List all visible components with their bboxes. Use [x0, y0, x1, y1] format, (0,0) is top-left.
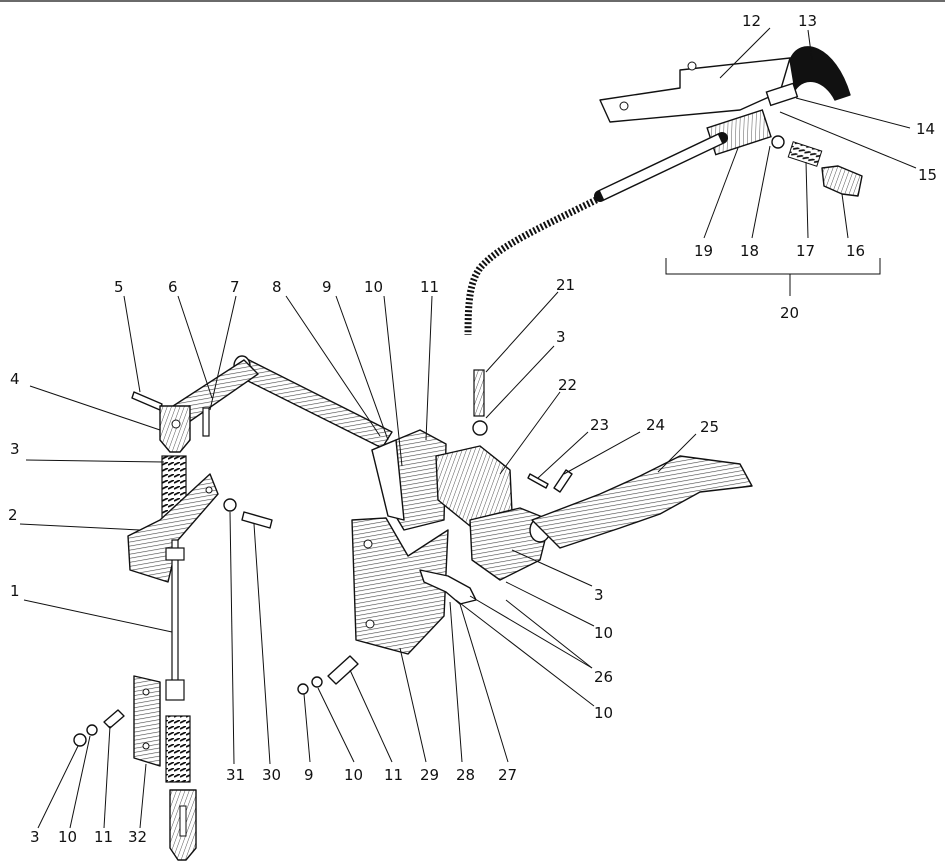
callout-6: 6	[168, 278, 178, 296]
bracket-ear	[371, 439, 405, 521]
callout-7: 7	[230, 278, 240, 296]
bolt	[241, 511, 273, 529]
hand-throttle-assembly	[464, 46, 863, 336]
callout-1: 1	[10, 582, 20, 600]
washer	[86, 724, 98, 736]
washer	[223, 498, 237, 512]
callout-21: 21	[556, 276, 575, 294]
callout-30: 30	[262, 766, 281, 784]
pull-rod-assembly	[73, 455, 219, 861]
callout-22: 22	[558, 376, 577, 394]
detent-spring	[787, 141, 823, 167]
callout-3: 3	[594, 586, 604, 604]
bolt	[103, 709, 125, 729]
callout-9: 9	[304, 766, 314, 784]
rod-nut	[165, 679, 185, 701]
linkage-shaft	[131, 355, 393, 453]
callout-5: 5	[114, 278, 124, 296]
washer	[311, 676, 323, 688]
callout-4: 4	[10, 370, 20, 388]
callout-15: 15	[918, 166, 937, 184]
callout-23: 23	[590, 416, 609, 434]
callout-18: 18	[740, 242, 759, 260]
callout-29: 29	[420, 766, 439, 784]
bracket-hole	[619, 101, 629, 111]
knob-stem	[765, 82, 799, 107]
callout-8: 8	[272, 278, 282, 296]
callout-28: 28	[456, 766, 475, 784]
throttle-body	[706, 109, 772, 156]
callout-10: 10	[594, 704, 613, 722]
bracket-hole	[687, 61, 697, 71]
loose-hardware	[223, 498, 359, 695]
callout-25: 25	[700, 418, 719, 436]
adjust-screw	[821, 165, 863, 197]
callout-24: 24	[646, 416, 665, 434]
callout-10: 10	[58, 828, 77, 846]
throttle-knob	[789, 46, 851, 101]
cotter-pin	[202, 407, 210, 437]
return-spring-clip	[419, 569, 477, 605]
callout-2: 2	[8, 506, 18, 524]
washer	[297, 683, 309, 695]
cable-spiral	[464, 194, 602, 336]
callout-12: 12	[742, 12, 761, 30]
bolt	[131, 391, 163, 411]
callout-16: 16	[846, 242, 865, 260]
leader-lines	[19, 27, 917, 829]
callout-10: 10	[344, 766, 363, 784]
callout-3: 3	[30, 828, 40, 846]
lower-spring	[165, 715, 191, 783]
rod-nut	[165, 547, 185, 561]
callout-13: 13	[798, 12, 817, 30]
callout-32: 32	[128, 828, 147, 846]
callout-labels: 12 13 14 15 19 18 17 16 20 5 6 7 8 9 10 …	[8, 12, 937, 846]
callout-11: 11	[384, 766, 403, 784]
clevis-pin	[553, 469, 573, 493]
callout-11: 11	[420, 278, 439, 296]
callout-11: 11	[94, 828, 113, 846]
bracket-plate	[599, 57, 791, 123]
clevis	[159, 405, 191, 453]
stud	[473, 369, 485, 417]
callout-10: 10	[594, 624, 613, 642]
nut	[472, 420, 488, 436]
split-pin	[527, 473, 549, 489]
cross-shaft	[237, 357, 393, 449]
callout-27: 27	[498, 766, 517, 784]
callout-26: 26	[594, 668, 613, 686]
callout-19: 19	[694, 242, 713, 260]
mounting-plate	[351, 517, 449, 655]
callout-9: 9	[322, 278, 332, 296]
callout-14: 14	[916, 120, 935, 138]
ball	[771, 135, 785, 149]
callout-3: 3	[556, 328, 566, 346]
rod-bracket	[127, 473, 219, 583]
callout-3: 3	[10, 440, 20, 458]
callout-31: 31	[226, 766, 245, 784]
callout-10: 10	[364, 278, 383, 296]
pedal-mount	[351, 369, 753, 655]
callout-17: 17	[796, 242, 815, 260]
nut	[73, 733, 87, 747]
bolt	[327, 655, 359, 685]
pull-rod	[171, 539, 179, 691]
mount-plate	[133, 675, 161, 767]
pedal-lever	[531, 455, 753, 549]
callout-20: 20	[780, 304, 799, 322]
